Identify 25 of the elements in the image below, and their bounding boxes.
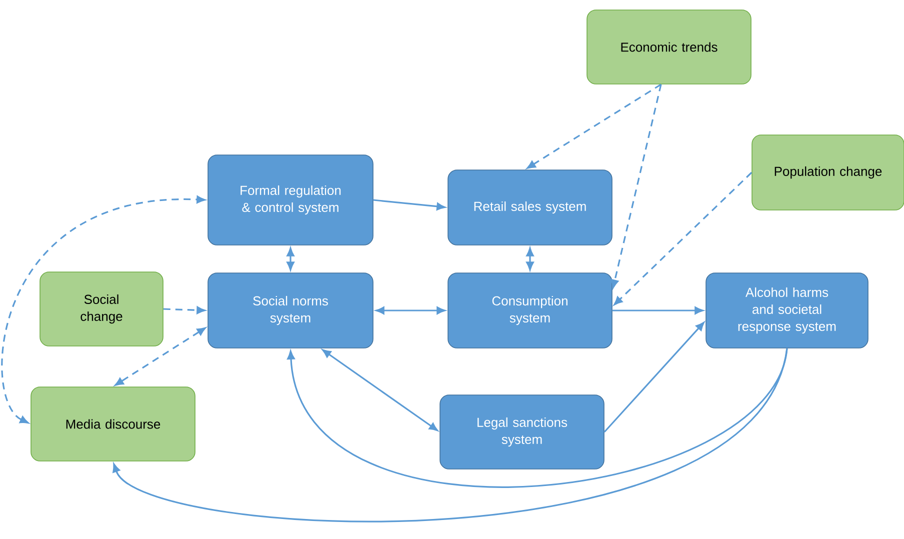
system-box: Retail sales system [448,170,612,246]
factor-box: Population change [752,134,904,210]
factor-box: Social change [40,272,164,346]
dashed-arrow [610,84,662,288]
arrow [604,322,704,433]
system-box: Formal regulation & control system [208,154,374,246]
factor-box: Media discourse [30,386,196,462]
system-box: Social norms system [208,272,374,348]
arrow [612,306,704,314]
arrow [376,306,446,314]
arrow [287,348,788,488]
factor-box: Economic trends [586,10,752,84]
system-box: Alcohol harms and societal response system [706,272,868,348]
system-box: Consumption system [448,272,612,348]
arrow [322,349,438,432]
arrow [526,248,534,270]
arrow [373,199,446,210]
dashed-arrow [614,172,752,306]
dashed-arrow [163,306,206,314]
arrow [286,248,294,270]
dashed-arrow [2,196,206,424]
dashed-arrow [526,84,662,169]
arrow [112,348,788,522]
dashed-arrow [114,327,206,386]
system-box: Legal sanctions system [440,394,604,470]
